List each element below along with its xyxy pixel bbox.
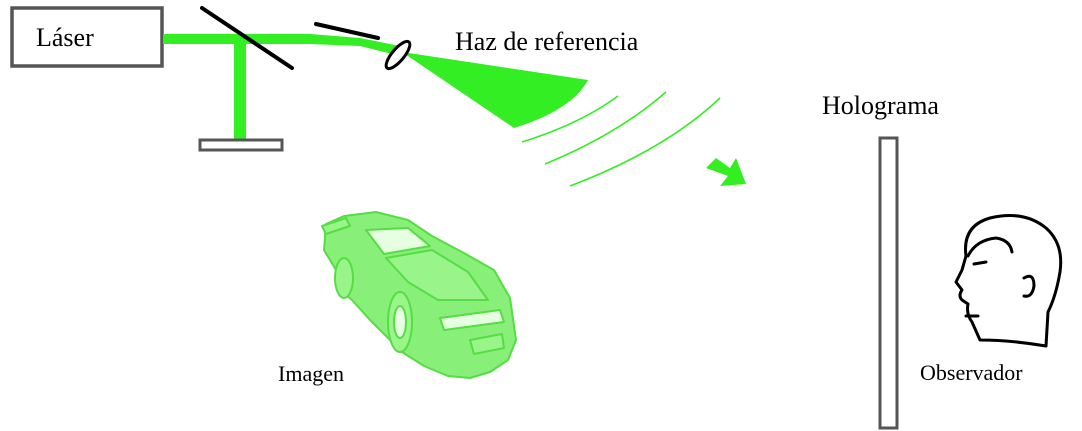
car-spoiler — [321, 217, 351, 235]
laser-box — [10, 6, 164, 68]
observer-head-icon — [954, 214, 1063, 348]
reference-beam-cone — [402, 52, 588, 128]
laser-source: Láser — [10, 6, 164, 68]
wavefront-2 — [544, 91, 667, 165]
reference-beam-label: Haz de referencia — [455, 27, 639, 56]
reference-mirror — [314, 22, 380, 40]
object-beam-branch — [234, 40, 246, 140]
wavefront-1 — [521, 95, 619, 143]
observer-head-outline — [954, 214, 1063, 348]
car-grille — [469, 333, 505, 355]
diverging-lens — [384, 39, 412, 71]
hologram: Holograma — [822, 91, 939, 430]
propagation-arrow-icon — [706, 158, 746, 186]
observer-hair — [966, 236, 1014, 258]
laser-label: Láser — [36, 23, 94, 52]
object-car-icon — [321, 211, 517, 379]
beam-splitter — [200, 6, 294, 70]
observer-label: Observador — [920, 360, 1023, 385]
main-beam — [163, 34, 400, 56]
car-headlight — [439, 309, 505, 331]
laser-beams — [163, 34, 588, 140]
observer-ear — [1022, 274, 1036, 298]
object-mirror — [198, 138, 284, 152]
hologram-label: Holograma — [822, 91, 939, 120]
wavefront-3 — [569, 97, 721, 187]
hologram-plate — [878, 136, 899, 430]
car-hood — [385, 249, 489, 301]
observer-eye — [972, 260, 988, 266]
wavefronts — [521, 91, 721, 187]
car-wheel-rear — [334, 257, 354, 299]
car-hubcap-front — [393, 305, 407, 339]
car-windshield — [365, 227, 431, 255]
image-label: Imagen — [278, 361, 344, 386]
